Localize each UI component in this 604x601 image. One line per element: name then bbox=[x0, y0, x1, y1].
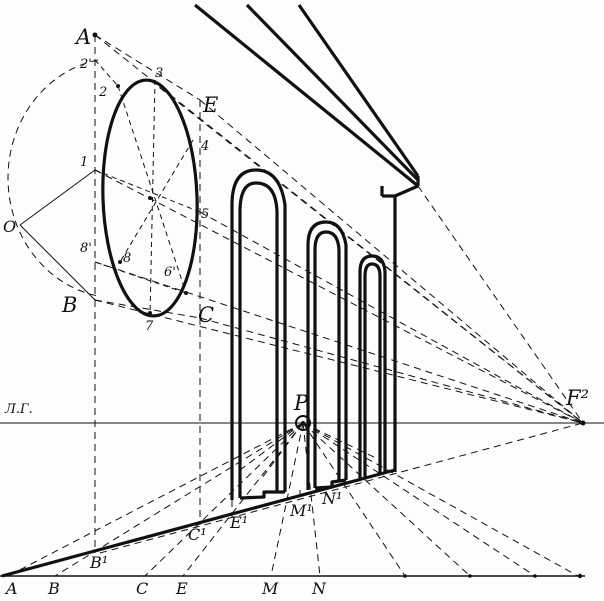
radius-O-1 bbox=[19, 169, 96, 226]
ray-P-M bbox=[270, 422, 304, 577]
ray-P-g4 bbox=[302, 422, 579, 577]
label-C: C bbox=[198, 303, 214, 327]
label-ground-N: N bbox=[311, 579, 327, 598]
label-P: P bbox=[293, 391, 309, 415]
arch-1-base bbox=[239, 490, 285, 500]
ellipse-construction bbox=[7, 34, 201, 319]
label-ground-A: A bbox=[4, 579, 18, 598]
label-8: 8 bbox=[123, 251, 131, 266]
ray-P-g3 bbox=[302, 422, 536, 577]
ray-P-g2 bbox=[302, 422, 471, 577]
diag-4-8 bbox=[119, 139, 194, 263]
ray-1-F2 bbox=[94, 169, 584, 424]
cornice-return bbox=[394, 184, 419, 198]
diag-3-7 bbox=[149, 79, 156, 317]
label-E: E bbox=[202, 93, 218, 117]
ground-points bbox=[403, 573, 583, 579]
arch-3 bbox=[358, 254, 387, 478]
point-P-center bbox=[301, 421, 305, 425]
label-ground-B: B bbox=[47, 579, 60, 598]
ray-P-N bbox=[302, 422, 321, 577]
arch-1 bbox=[230, 168, 287, 500]
point-P-marker bbox=[295, 415, 311, 431]
ray-P-B bbox=[54, 422, 304, 577]
point-7 bbox=[148, 311, 152, 315]
label-E1: E¹ bbox=[229, 513, 248, 532]
point-8 bbox=[118, 260, 122, 264]
arch-1-outer bbox=[230, 168, 287, 500]
arch-1-inner bbox=[238, 181, 279, 498]
label-6: 6' bbox=[164, 265, 176, 280]
arch-2 bbox=[306, 220, 348, 490]
radius-O-B bbox=[19, 224, 96, 301]
ray-P-E bbox=[182, 422, 304, 577]
label-ground-E: E bbox=[175, 579, 188, 598]
arch-2-outer bbox=[306, 220, 348, 490]
label-5: 5 bbox=[201, 207, 209, 222]
label-7: 7 bbox=[145, 319, 154, 334]
wall-base-line bbox=[1, 468, 396, 578]
label-M1: M¹ bbox=[289, 501, 313, 520]
ray-P-g1 bbox=[302, 422, 406, 577]
ray-P-A bbox=[7, 422, 304, 577]
label-2p: 2' bbox=[79, 57, 92, 72]
ray-cornice-F2 bbox=[417, 185, 584, 424]
cornice-top bbox=[245, 3, 420, 182]
line-B-C bbox=[94, 299, 201, 319]
ground-point-2 bbox=[468, 574, 472, 578]
label-C1: C¹ bbox=[188, 525, 207, 544]
label-2: 2 bbox=[98, 85, 107, 100]
point-A-marker bbox=[92, 32, 98, 38]
label-ground-C: C bbox=[136, 579, 148, 598]
ray-5-F2 bbox=[199, 211, 584, 424]
label-8p: 8' bbox=[80, 241, 92, 256]
label-4: 4 bbox=[200, 139, 209, 154]
ray-P-arch3 bbox=[302, 422, 381, 461]
label-horizon: Л.Г. bbox=[4, 402, 33, 417]
roof-edge bbox=[297, 4, 420, 177]
ray-P-C bbox=[144, 422, 304, 577]
label-A: A bbox=[74, 25, 91, 49]
label-B: B bbox=[61, 293, 77, 317]
ray-P-arch1a bbox=[239, 422, 304, 471]
chord-2p-2 bbox=[94, 59, 119, 87]
label-1: 1 bbox=[80, 155, 88, 170]
label-F2: F² bbox=[565, 386, 589, 410]
label-3: 3 bbox=[155, 66, 163, 81]
wall bbox=[193, 3, 420, 472]
ground-point-3 bbox=[533, 574, 537, 578]
point-2 bbox=[116, 84, 120, 88]
ground-point-4 bbox=[577, 573, 583, 579]
label-B1: B¹ bbox=[89, 553, 108, 572]
ray-C-F2 bbox=[199, 317, 584, 424]
rays-from-P bbox=[7, 422, 579, 577]
point-F2-marker bbox=[580, 420, 586, 426]
label-O: O bbox=[3, 217, 16, 236]
diag-1-5 bbox=[94, 169, 201, 213]
projection-verticals bbox=[94, 300, 301, 553]
arch-2-base bbox=[314, 478, 347, 490]
arch-3-outer bbox=[358, 254, 387, 478]
ground-point-1 bbox=[403, 574, 407, 578]
arch-2-inner bbox=[313, 230, 341, 488]
perspective-ellipse bbox=[101, 78, 199, 318]
line-A-E bbox=[94, 34, 201, 101]
label-N1: N¹ bbox=[321, 489, 342, 508]
cornice-bottom bbox=[193, 3, 420, 188]
diag-2-6 bbox=[117, 85, 187, 294]
ray-B1-F2 bbox=[99, 422, 584, 554]
ray-8-F2 bbox=[94, 261, 584, 424]
label-ground-M: M bbox=[261, 579, 279, 598]
rays-to-F2 bbox=[94, 34, 584, 554]
arch-3-inner bbox=[363, 262, 382, 477]
ray-3-F2 bbox=[149, 79, 584, 424]
construction-semicircle bbox=[7, 59, 99, 297]
